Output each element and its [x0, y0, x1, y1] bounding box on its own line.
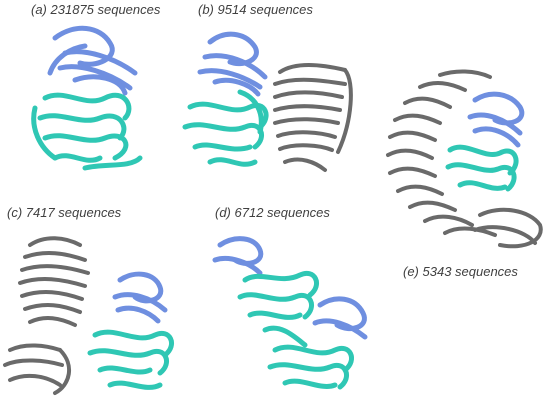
caption-a: (a) 231875 sequences	[31, 2, 161, 17]
repeat-domain-c	[3, 236, 90, 395]
c-lobe-e	[445, 144, 519, 192]
n-lobe-b	[197, 31, 268, 97]
structure-b	[182, 31, 353, 172]
c-lobe-d1	[237, 270, 319, 348]
n-lobe-d2	[312, 296, 368, 340]
caption-b: (b) 9514 sequences	[198, 2, 313, 17]
structure-a	[31, 25, 143, 171]
n-lobe-a	[47, 25, 138, 96]
panel-c: (c) 7417 sequences	[0, 200, 200, 403]
n-lobe-d1	[212, 236, 264, 276]
c-lobe-c	[87, 329, 174, 390]
panel-a: (a) 231875 sequences	[0, 0, 170, 200]
n-lobe-c	[112, 271, 168, 324]
panel-d: (d) 6712 sequences	[200, 200, 390, 403]
c-lobe-a	[31, 92, 143, 171]
structure-d	[212, 236, 368, 390]
panel-b: (b) 9514 sequences	[180, 0, 380, 200]
caption-e: (e) 5343 sequences	[403, 264, 518, 279]
panel-e: (e) 5343 sequences	[375, 55, 550, 295]
n-lobe-e	[467, 91, 525, 148]
structure-e	[386, 69, 543, 249]
structure-c	[3, 236, 174, 395]
caption-c: (c) 7417 sequences	[7, 205, 122, 220]
c-lobe-d2	[267, 344, 354, 390]
repeat-domain-e	[386, 69, 543, 249]
c-lobe-b	[182, 89, 269, 167]
caption-d: (d) 6712 sequences	[215, 205, 330, 220]
repeat-domain-b	[273, 63, 353, 172]
